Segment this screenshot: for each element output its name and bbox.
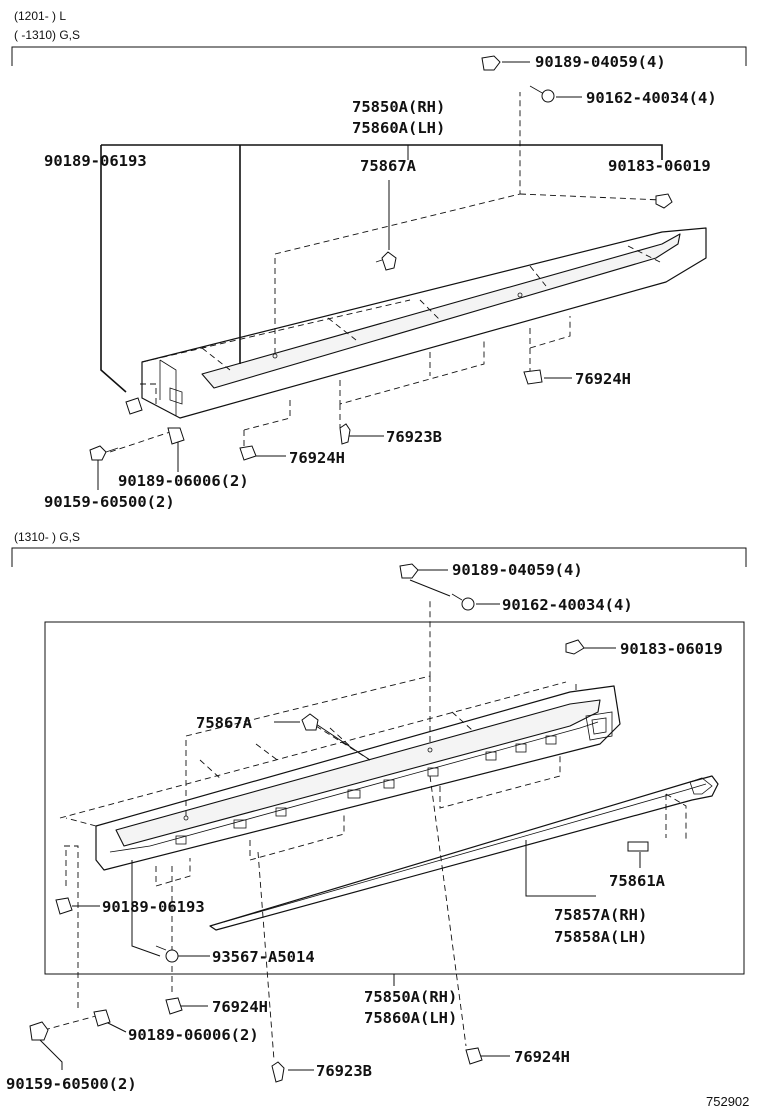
nut-icon (167, 427, 185, 445)
clip-icon (55, 897, 73, 915)
label-90162-40034: 90162-40034(4) (502, 596, 633, 614)
label-90189-04059: 90189-04059(4) (535, 53, 666, 71)
top-rocker-endcap (159, 359, 177, 416)
bottom-dashed-guides (43, 600, 687, 1061)
label-76924H-right: 76924H (575, 370, 631, 388)
top-leader-lines (97, 61, 663, 490)
clip-icon (239, 445, 257, 461)
label-76924H-right: 76924H (514, 1048, 570, 1066)
nut-icon (93, 1009, 111, 1027)
screw-icon (155, 945, 179, 963)
label-75867A: 75867A (196, 714, 253, 732)
screw-icon (529, 85, 555, 103)
bottom-fasteners (29, 563, 585, 1083)
top-rocker-groove (201, 233, 681, 389)
top-section: (1201- ) L ( -1310) G,S (11, 9, 747, 511)
label-75850A-RH: 75850A(RH) (352, 98, 445, 116)
label-90162-40034: 90162-40034(4) (586, 89, 717, 107)
clip-icon (523, 369, 543, 385)
label-90189-06006: 90189-06006(2) (128, 1026, 259, 1044)
bottom-leader-lines (39, 569, 641, 1071)
clip-icon (465, 1047, 483, 1065)
screw-icon (451, 593, 475, 611)
top-rocker-panel (141, 227, 707, 419)
top-header-line1: (1201- ) L (14, 9, 66, 23)
label-90189-06193: 90189-06193 (102, 898, 205, 916)
bottom-section-frame (11, 547, 747, 567)
clip-icon (481, 55, 501, 71)
clip-icon (165, 997, 183, 1015)
label-90183-06019: 90183-06019 (620, 640, 723, 658)
bottom-rocker-panel (95, 685, 621, 871)
label-75860A-LH: 75860A(LH) (364, 1009, 457, 1027)
bottom-rocker-groove (115, 699, 601, 847)
bottom-labels: 90189-04059(4) 90162-40034(4) 90183-0601… (6, 561, 723, 1093)
label-76924H-left: 76924H (212, 998, 268, 1016)
emblem-tape (627, 841, 649, 852)
top-section-frame (11, 46, 747, 66)
bolt-icon (29, 1021, 49, 1041)
clip-icon (125, 397, 143, 415)
clip-icon (399, 563, 419, 579)
bottom-rocker-ribs (175, 711, 613, 845)
label-75860A-LH: 75860A(LH) (352, 119, 445, 137)
top-fasteners (89, 55, 673, 461)
top-labels: 90189-04059(4) 90162-40034(4) 75850A(RH)… (44, 53, 717, 511)
label-90159-60500: 90159-60500(2) (44, 493, 175, 511)
label-90183-06019: 90183-06019 (608, 157, 711, 175)
clip-icon (565, 639, 585, 655)
label-75867A: 75867A (360, 157, 417, 175)
label-90189-06193: 90189-06193 (44, 152, 147, 170)
clip-icon (301, 713, 319, 731)
figure-reference-number: 752902 (706, 1094, 749, 1109)
label-75858A-LH: 75858A(LH) (554, 928, 647, 946)
label-76924H-left: 76924H (289, 449, 345, 467)
bottom-header-line1: (1310- ) G,S (14, 530, 80, 544)
bolt-icon (89, 445, 119, 461)
label-75861A: 75861A (609, 872, 666, 890)
label-90189-04059: 90189-04059(4) (452, 561, 583, 579)
label-76923B: 76923B (386, 428, 442, 446)
clip-icon (655, 193, 673, 209)
label-93567-A5014: 93567-A5014 (212, 948, 315, 966)
label-90189-06006: 90189-06006(2) (118, 472, 249, 490)
label-75857A-RH: 75857A(RH) (554, 906, 647, 924)
top-dashed-guides (109, 92, 663, 453)
bottom-section: (1310- ) G,S (6, 530, 749, 1109)
label-90159-60500: 90159-60500(2) (6, 1075, 137, 1093)
top-header-line2: ( -1310) G,S (14, 28, 80, 42)
label-75850A-RH: 75850A(RH) (364, 988, 457, 1006)
clip-icon (339, 423, 351, 445)
clip-icon (375, 251, 397, 271)
bottom-moulding-strip (209, 775, 719, 931)
label-76923B: 76923B (316, 1062, 372, 1080)
clip-icon (271, 1061, 285, 1083)
